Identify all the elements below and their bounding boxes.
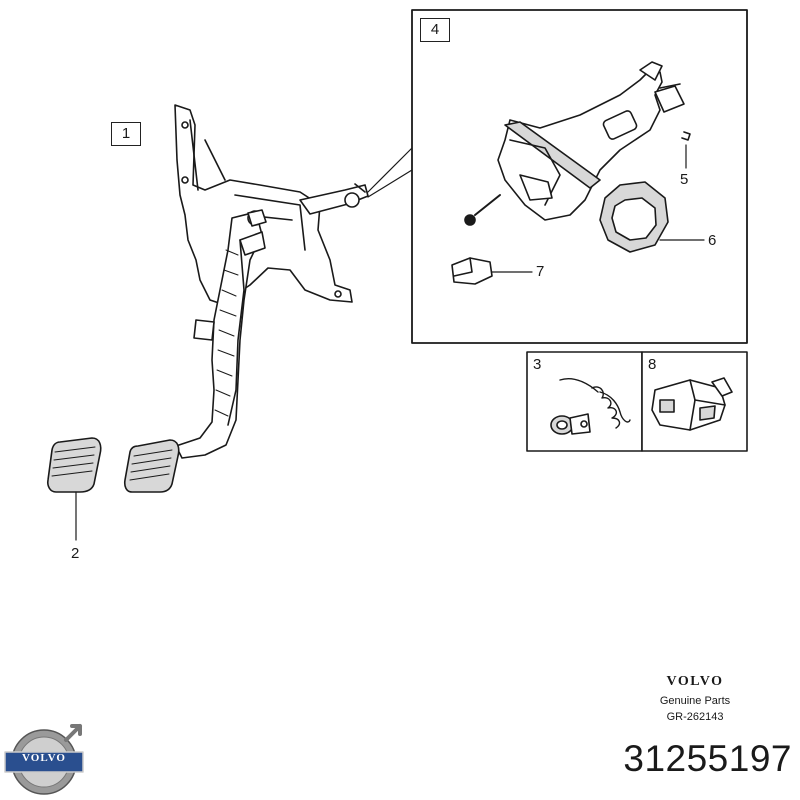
part-number: 31255197 [623,738,792,779]
logo-wordmark: VOLVO [22,752,66,764]
switch-part8-drawing [651,377,733,431]
seal-part6-drawing [599,181,705,253]
master-cylinder-drawing [464,61,685,226]
pedal-pad-part2-drawing [47,437,102,541]
pedal-bracket-drawing [174,104,369,306]
clip-part5-drawing [681,131,691,169]
volvo-iron-mark-icon [4,724,84,795]
detail-panel-3 [526,351,643,452]
brand-wordmark: VOLVO [666,674,724,689]
spring-part3-drawing [550,378,631,435]
brand-subtitle: Genuine Parts [659,695,731,707]
clip-part7-drawing [451,257,533,285]
callout-2: 2 [71,545,80,562]
clutch-pedal-arm-drawing [175,209,267,459]
diagram-code: GR-262143 [666,711,724,723]
callout-7: 7 [536,263,545,280]
callout-4: 4 [420,18,450,42]
callout-8: 8 [648,356,657,373]
pedal-pad-on-arm-drawing [123,439,180,493]
callout-3: 3 [533,356,542,373]
callout-5: 5 [680,171,689,188]
callout-1: 1 [111,122,141,146]
callout-6: 6 [708,232,717,249]
